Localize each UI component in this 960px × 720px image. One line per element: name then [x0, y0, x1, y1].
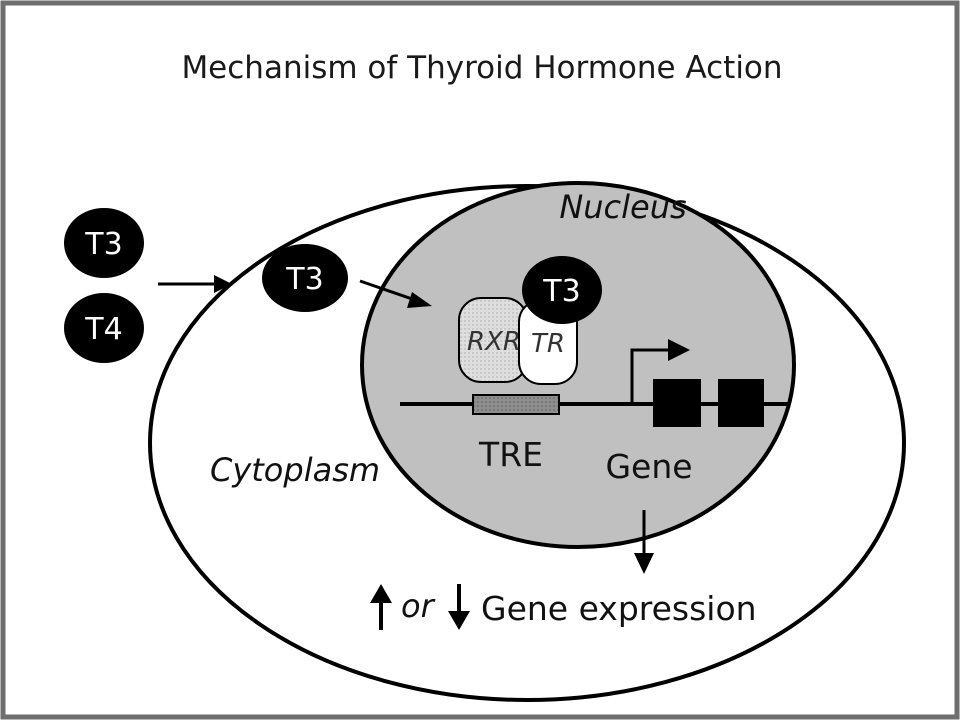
- gene-expression-label: Gene expression: [481, 589, 757, 628]
- nucleus: [360, 181, 796, 549]
- hormone-t3-bound-label: T3: [542, 274, 580, 309]
- down-arrow-icon: [448, 584, 470, 630]
- tr-label: TR: [531, 329, 565, 359]
- expression-arrow: [634, 510, 654, 574]
- diagram-title: Mechanism of Thyroid Hormone Action: [181, 50, 782, 86]
- transcription-start-arrow: [630, 339, 690, 404]
- up-arrow-icon: [370, 584, 392, 630]
- cytoplasm-label: Cytoplasm: [210, 451, 380, 489]
- hormone-t3-bound: T3: [522, 256, 602, 324]
- hormone-t3-extracellular: T3: [64, 208, 144, 278]
- entry-arrow: [158, 275, 232, 293]
- tre-label: TRE: [478, 435, 543, 474]
- gene-exon: [718, 379, 764, 427]
- rxr-receptor: RXR: [458, 297, 528, 383]
- hormone-t3-cytoplasm-label: T3: [285, 262, 323, 297]
- hormone-t4-extracellular: T4: [64, 293, 144, 363]
- hormone-t3-cytoplasm: T3: [262, 244, 348, 312]
- rxr-label: RXR: [467, 327, 521, 357]
- hormone-t4-extracellular-label: T4: [84, 312, 122, 347]
- hormone-t3-extracellular-label: T3: [84, 227, 122, 262]
- gene-label: Gene: [605, 447, 692, 486]
- tre-element: [472, 394, 560, 415]
- nucleus-label: Nucleus: [559, 188, 686, 226]
- or-label: or: [401, 587, 436, 625]
- gene-exon: [653, 379, 701, 427]
- nuclear-entry-arrow: [359, 279, 432, 308]
